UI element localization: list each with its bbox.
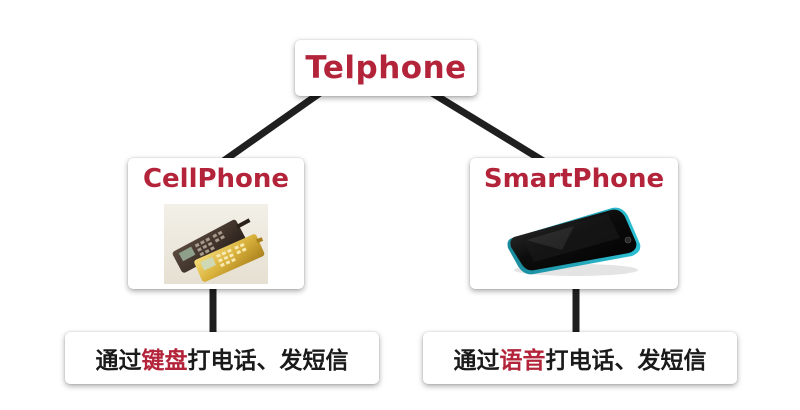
root-node: Telphone (295, 40, 477, 96)
connector-root-to-cellphone (219, 90, 323, 165)
smartphone-description-suffix: 打电话、发短信 (545, 348, 707, 374)
smartphone-node-label: SmartPhone (483, 164, 665, 194)
cellphone-description-suffix: 打电话、发短信 (187, 348, 349, 374)
cellphone-node: CellPhone (128, 158, 304, 289)
smartphone-description: 通过语音打电话、发短信 (423, 332, 737, 384)
cellphone-node-label: CellPhone (142, 164, 290, 194)
smartphone-image (507, 207, 641, 276)
cellphone-description-highlight: 键盘 (141, 348, 188, 374)
cellphone-description: 通过键盘打电话、发短信 (65, 332, 379, 384)
root-node-label: Telphone (305, 50, 467, 86)
smartphone-description-highlight: 语音 (499, 348, 546, 374)
brick-cellphone-image (164, 204, 268, 284)
smartphone-node: SmartPhone (470, 158, 678, 289)
connector-root-to-smartphone (430, 90, 547, 165)
smartphone-description-prefix: 通过 (453, 348, 500, 374)
cellphone-description-text: 通过键盘打电话、发短信 (96, 341, 349, 375)
smartphone-description-text: 通过语音打电话、发短信 (454, 341, 707, 375)
cellphone-description-prefix: 通过 (95, 348, 142, 374)
